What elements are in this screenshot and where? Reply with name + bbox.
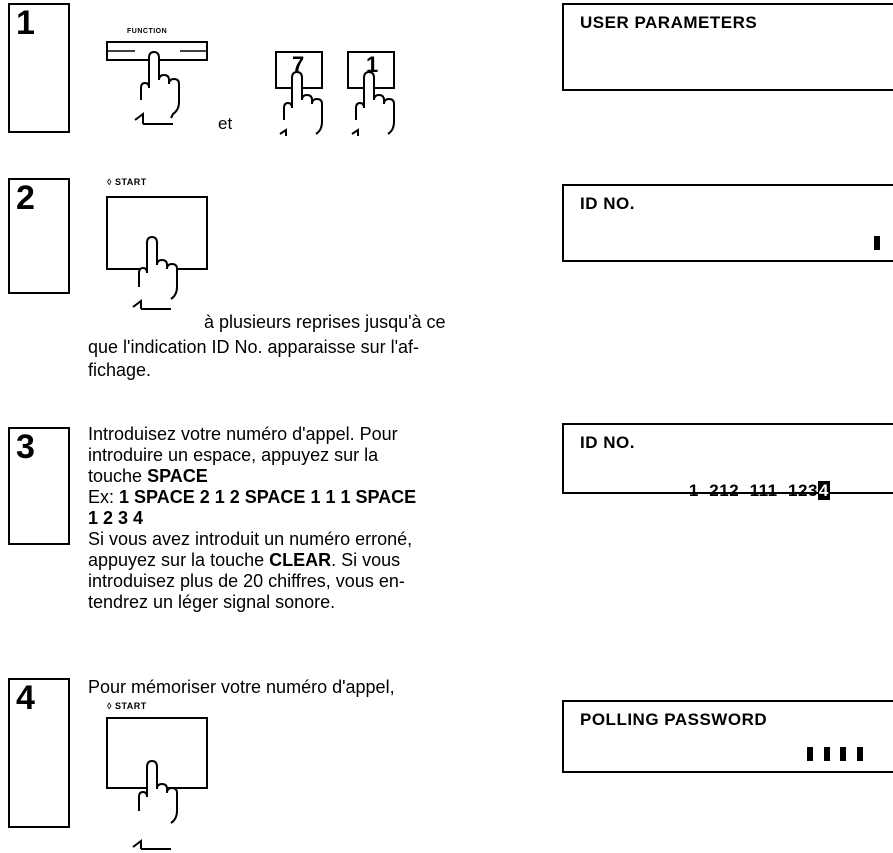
step-2-number: 2 (16, 178, 35, 218)
lcd-cursor (857, 747, 863, 761)
lcd-cursor (874, 236, 880, 250)
lcd-display-4: POLLING PASSWORD (562, 700, 893, 773)
function-key[interactable]: FUNCTION (105, 28, 210, 128)
lcd-line1: USER PARAMETERS (580, 13, 757, 33)
step-3-example-2: 1 2 3 4 (88, 508, 528, 529)
step-4-number: 4 (16, 678, 35, 718)
step-2-text-a: à plusieurs reprises jusqu'à ce (204, 312, 446, 333)
step-1-connector: et (218, 113, 232, 134)
step-3-line-7: appuyez sur la touche CLEAR. Si vous (88, 550, 528, 571)
lcd-display-2: ID NO. (562, 184, 893, 262)
lcd-cursor (824, 747, 830, 761)
example-sequence-2: 1 2 3 4 (88, 508, 143, 528)
lcd-line1: ID NO. (580, 433, 635, 453)
step-4-text: Pour mémoriser votre numéro d'appel, (88, 677, 395, 698)
key-7[interactable]: 7 (268, 50, 334, 136)
lcd-cursor (807, 747, 813, 761)
step-3-line-1: Introduisez votre numéro d'appel. Pour (88, 424, 528, 445)
start-key[interactable]: ◊ START (105, 701, 215, 851)
step-3-box: 3 (8, 427, 70, 545)
lcd-line2-number: 1 212 111 123 (689, 481, 818, 500)
example-prefix: Ex: (88, 487, 114, 507)
step-2-box: 2 (8, 178, 70, 294)
step-3-line-6: Si vous avez introduit un numéro erroné, (88, 529, 528, 550)
finger-press-icon (105, 28, 210, 128)
step-3-line-8: introduisez plus de 20 chiffres, vous en… (88, 571, 528, 592)
key-1[interactable]: 1 (340, 50, 406, 136)
step-2-text-c: fichage. (88, 360, 151, 381)
step-1-box: 1 (8, 3, 70, 133)
key-1-label: 1 (366, 52, 378, 78)
step-3-line-3: touche SPACE (88, 466, 528, 487)
step-4-box: 4 (8, 678, 70, 828)
step-2-text-b: que l'indication ID No. apparaisse sur l… (88, 337, 419, 358)
step-3-line-3-text: touche (88, 466, 142, 486)
lcd-cursor-digit: 4 (818, 481, 830, 500)
finger-press-icon (105, 177, 215, 312)
step-3-line-2: introduire un espace, appuyez sur la (88, 445, 528, 466)
lcd-password-cursors (804, 745, 866, 765)
step-3-line-7-pre: appuyez sur la touche (88, 550, 264, 570)
clear-key-label: CLEAR (269, 550, 331, 570)
lcd-cursor (840, 747, 846, 761)
step-3-line-9: tendrez un léger signal sonore. (88, 592, 528, 613)
finger-press-icon (105, 701, 215, 851)
step-3-number: 3 (16, 427, 35, 467)
lcd-line2: 1 212 111 1234 (668, 461, 830, 521)
start-key[interactable]: ◊ START (105, 177, 215, 312)
lcd-display-1: USER PARAMETERS (562, 3, 893, 91)
space-key-label: SPACE (147, 466, 208, 486)
key-7-label: 7 (292, 52, 304, 78)
example-sequence: 1 SPACE 2 1 2 SPACE 1 1 1 SPACE (119, 487, 416, 507)
lcd-line1: ID NO. (580, 194, 635, 214)
lcd-line1: POLLING PASSWORD (580, 710, 767, 730)
lcd-display-3: ID NO. 1 212 111 1234 (562, 423, 893, 494)
step-3-line-7-post: . Si vous (331, 550, 400, 570)
step-3-instructions: Introduisez votre numéro d'appel. Pour i… (88, 424, 528, 613)
step-1-number: 1 (16, 3, 35, 43)
step-3-example: Ex: 1 SPACE 2 1 2 SPACE 1 1 1 SPACE (88, 487, 528, 508)
